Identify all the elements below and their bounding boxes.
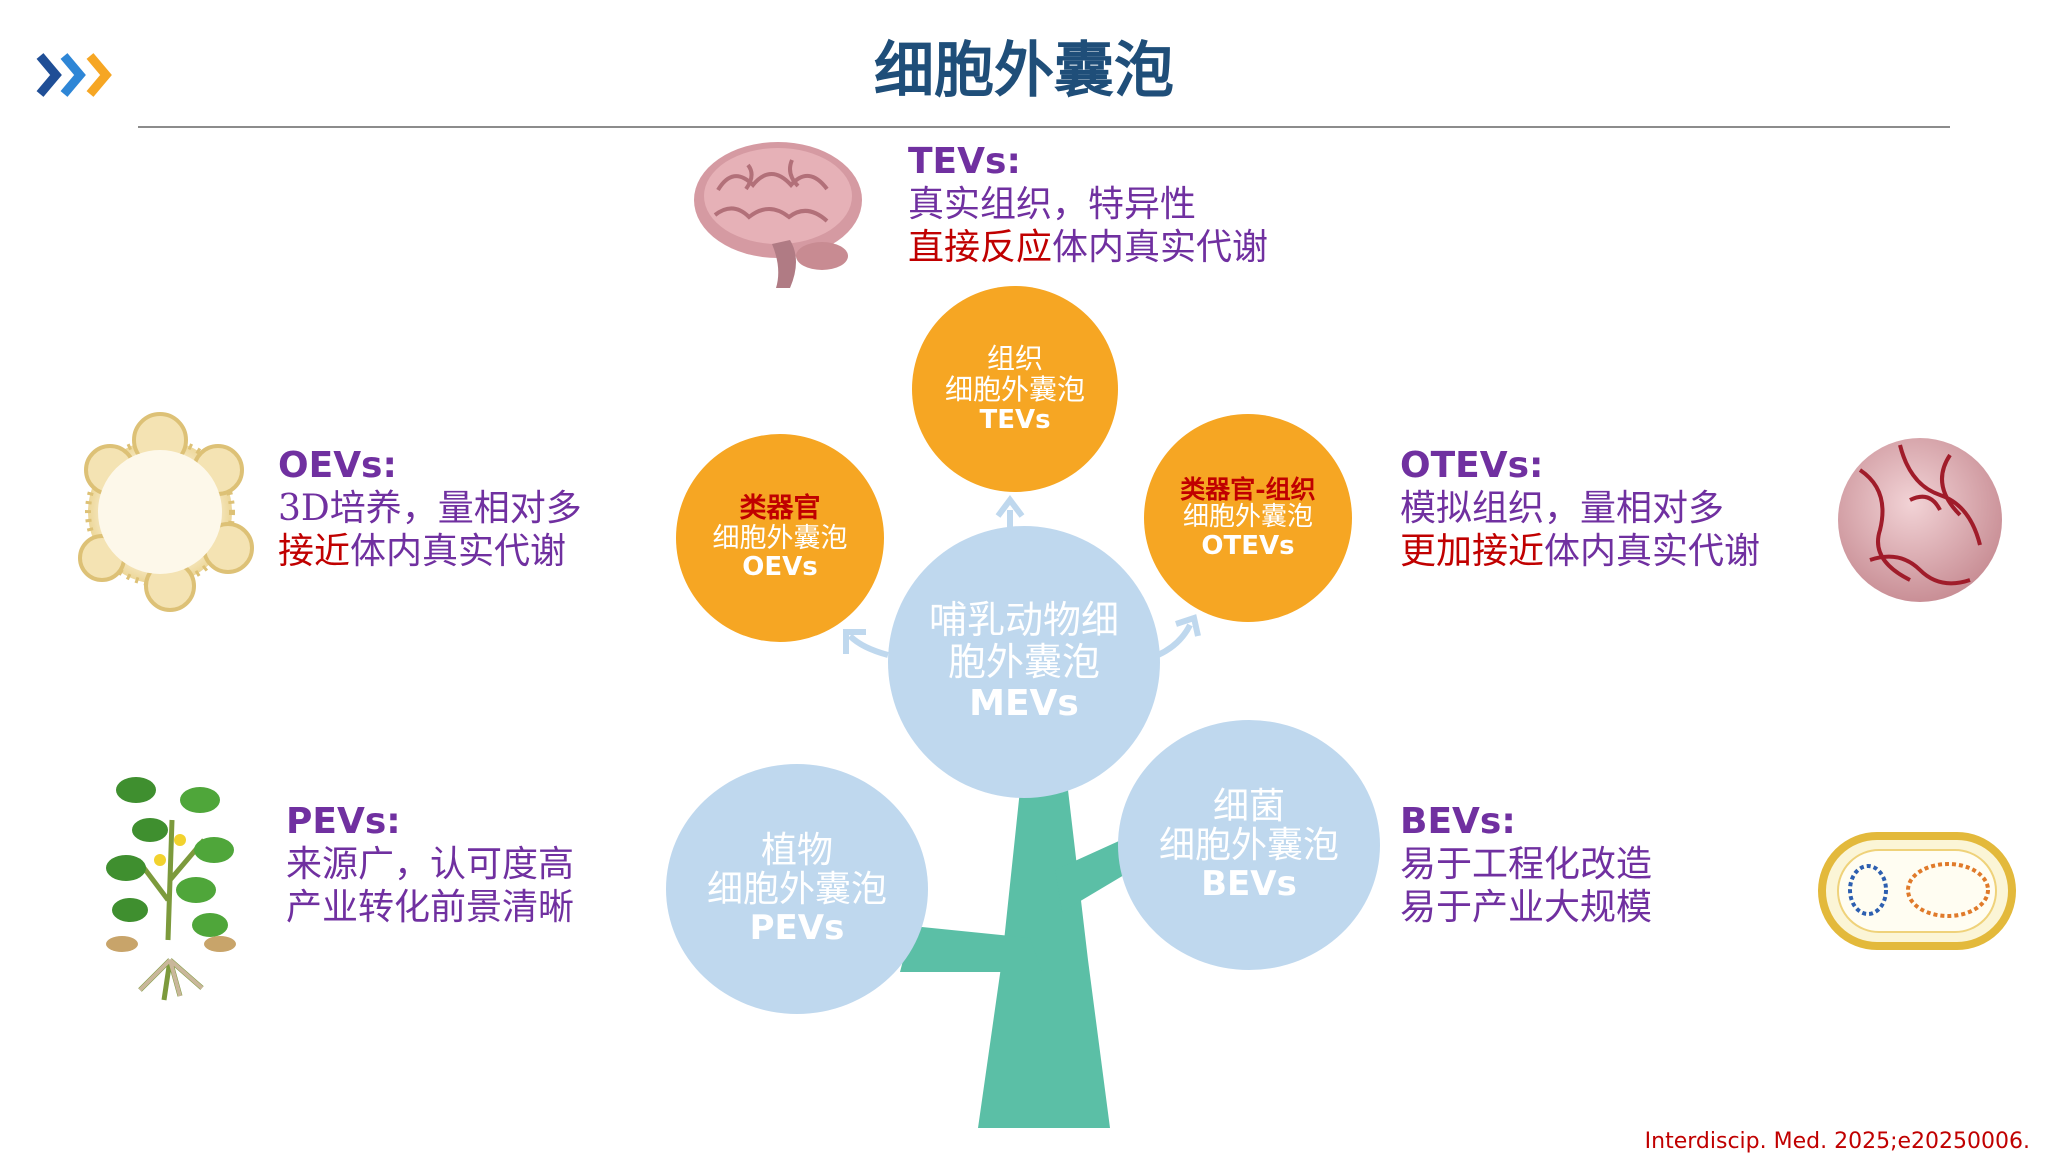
title-divider bbox=[138, 126, 1950, 128]
otevs-circle: 类器官-组织 细胞外囊泡 OTEVs bbox=[1144, 414, 1352, 622]
tree-branch-left bbox=[900, 926, 1042, 972]
tevs-line1: 组织 bbox=[986, 341, 1043, 375]
tevs-desc-red: 直接反应 bbox=[908, 227, 1053, 269]
bevs-line1: 细菌 bbox=[1212, 785, 1285, 827]
page-title: 细胞外囊泡 bbox=[874, 36, 1174, 106]
tevs-circle: 组织 细胞外囊泡 TEVs bbox=[912, 286, 1118, 492]
oevs-description: OEVs: 3D培养，量相对多 接近体内真实代谢 bbox=[278, 444, 582, 574]
otevs-desc-head: OTEVs: bbox=[1400, 445, 1544, 486]
tevs-desc-line1: 真实组织，特异性 bbox=[908, 184, 1197, 226]
bevs-desc-line1: 易于工程化改造 bbox=[1400, 844, 1653, 886]
tevs-desc-head: TEVs: bbox=[908, 141, 1021, 182]
pevs-desc-head: PEVs: bbox=[286, 801, 401, 842]
otevs-desc-line2: 更加接近体内真实代谢 bbox=[1400, 530, 1760, 573]
oevs-abbr: OEVs bbox=[742, 552, 818, 583]
bevs-line2: 细胞外囊泡 bbox=[1158, 825, 1339, 867]
tevs-desc-line2: 直接反应体内真实代谢 bbox=[908, 226, 1268, 269]
pevs-description: PEVs: 来源广，认可度高 产业转化前景清晰 bbox=[286, 800, 574, 930]
chevrons-icon bbox=[36, 53, 112, 97]
brain-icon bbox=[694, 142, 862, 288]
oevs-desc-rest: 体内真实代谢 bbox=[350, 531, 567, 573]
otevs-desc-red: 更加接近 bbox=[1400, 531, 1545, 573]
mevs-abbr: MEVs bbox=[969, 683, 1079, 724]
bevs-desc-head: BEVs: bbox=[1400, 801, 1516, 842]
oevs-desc-line2: 接近体内真实代谢 bbox=[278, 530, 582, 573]
citation: Interdiscip. Med. 2025;e20250006. bbox=[1644, 1129, 2030, 1154]
tevs-abbr: TEVs bbox=[979, 404, 1051, 435]
tissue-ball-icon bbox=[1838, 438, 2002, 602]
mevs-circle: 哺乳动物细 胞外囊泡 MEVs bbox=[888, 526, 1160, 798]
pevs-desc-line2: 产业转化前景清晰 bbox=[286, 887, 575, 929]
otevs-desc-rest: 体内真实代谢 bbox=[1544, 531, 1761, 573]
tevs-line2: 细胞外囊泡 bbox=[944, 372, 1085, 406]
tevs-desc-rest: 体内真实代谢 bbox=[1052, 227, 1269, 269]
oevs-circle: 类器官 细胞外囊泡 OEVs bbox=[676, 434, 884, 642]
mevs-line2: 胞外囊泡 bbox=[947, 640, 1100, 685]
otevs-abbr: OTEVs bbox=[1201, 530, 1295, 561]
pevs-abbr: PEVs bbox=[749, 907, 845, 948]
bevs-circle: 细菌 细胞外囊泡 BEVs bbox=[1118, 720, 1380, 970]
mevs-line1: 哺乳动物细 bbox=[928, 598, 1119, 643]
bevs-description: BEVs: 易于工程化改造 易于产业大规模 bbox=[1400, 800, 1652, 930]
otevs-description: OTEVs: 模拟组织，量相对多 更加接近体内真实代谢 bbox=[1400, 444, 1760, 574]
oevs-desc-line1: 3D培养，量相对多 bbox=[278, 488, 582, 530]
arrow-to-otevs bbox=[1156, 614, 1201, 658]
bevs-abbr: BEVs bbox=[1201, 863, 1297, 904]
oevs-line2: 细胞外囊泡 bbox=[712, 522, 848, 554]
plant-icon bbox=[106, 777, 236, 1001]
otevs-line1: 类器官-组织 bbox=[1180, 474, 1316, 504]
otevs-line2: 细胞外囊泡 bbox=[1182, 502, 1313, 533]
pevs-desc-line1: 来源广，认可度高 bbox=[286, 844, 575, 886]
arrow-to-oevs bbox=[843, 629, 889, 658]
tevs-description: TEVs: 真实组织，特异性 直接反应体内真实代谢 bbox=[908, 140, 1268, 270]
organoid-icon bbox=[78, 412, 254, 612]
oevs-desc-red: 接近 bbox=[278, 531, 351, 573]
oevs-line1: 类器官 bbox=[739, 493, 821, 525]
bacterium-icon bbox=[1818, 832, 2016, 950]
oevs-desc-head: OEVs: bbox=[278, 445, 397, 486]
pevs-line2: 细胞外囊泡 bbox=[706, 869, 887, 911]
pevs-circle: 植物 细胞外囊泡 PEVs bbox=[666, 764, 928, 1014]
otevs-desc-line1: 模拟组织，量相对多 bbox=[1400, 488, 1725, 530]
bevs-desc-line2: 易于产业大规模 bbox=[1400, 887, 1653, 929]
pevs-line1: 植物 bbox=[760, 829, 833, 871]
